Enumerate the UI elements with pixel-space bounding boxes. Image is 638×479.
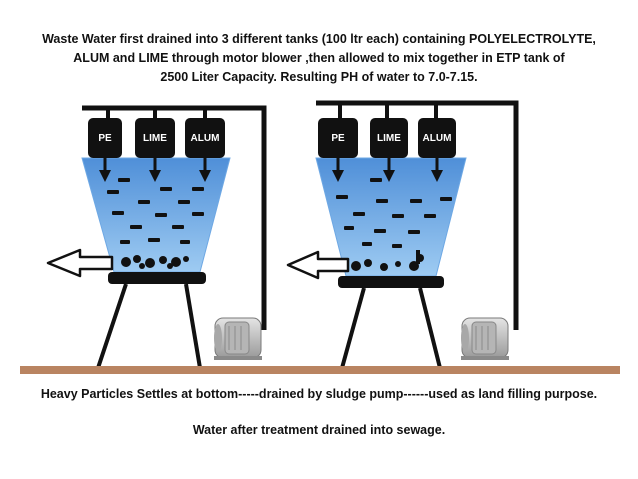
left-blower-motor — [214, 317, 262, 360]
title-line-1: Waste Water first drained into 3 differe… — [42, 32, 596, 46]
right-etp-unit: PE LIME ALUM — [286, 100, 519, 369]
right-particles — [336, 178, 452, 248]
right-pe-label: PE — [331, 133, 345, 144]
left-etp-unit: PE LIME ALUM — [46, 105, 267, 369]
sludge-note: Heavy Particles Settles at bottom-----dr… — [40, 387, 598, 401]
right-tank-base — [338, 276, 444, 288]
left-alum-label: ALUM — [191, 133, 220, 144]
right-chem-tank-alum: ALUM — [418, 118, 456, 182]
left-sludge — [121, 255, 189, 269]
title-line-3: 2500 Liter Capacity. Resulting PH of wat… — [160, 70, 478, 84]
left-air-pipe — [82, 105, 267, 330]
left-particles — [107, 178, 204, 244]
left-chem-tank-pe: PE — [88, 118, 122, 182]
right-blower-motor — [461, 317, 509, 360]
left-lime-label: LIME — [143, 133, 167, 144]
left-chem-tank-alum: ALUM — [185, 118, 225, 182]
right-alum-label: ALUM — [423, 133, 452, 144]
right-lime-label: LIME — [377, 133, 401, 144]
right-chem-tank-pe: PE — [318, 118, 358, 182]
diagram-title: Waste Water first drained into 3 differe… — [0, 30, 638, 87]
left-pe-label: PE — [98, 133, 112, 144]
left-tank-base — [108, 272, 206, 284]
right-outlet-arrow — [286, 250, 350, 280]
right-air-pipe — [316, 100, 519, 330]
left-outlet-arrow — [46, 248, 114, 278]
right-sludge — [351, 250, 424, 271]
ground-line — [20, 366, 620, 374]
left-chem-tank-lime: LIME — [135, 118, 175, 182]
title-line-2: ALUM and LIME through motor blower ,then… — [73, 51, 565, 65]
right-chem-tank-lime: LIME — [370, 118, 408, 182]
sewage-note: Water after treatment drained into sewag… — [192, 423, 446, 437]
